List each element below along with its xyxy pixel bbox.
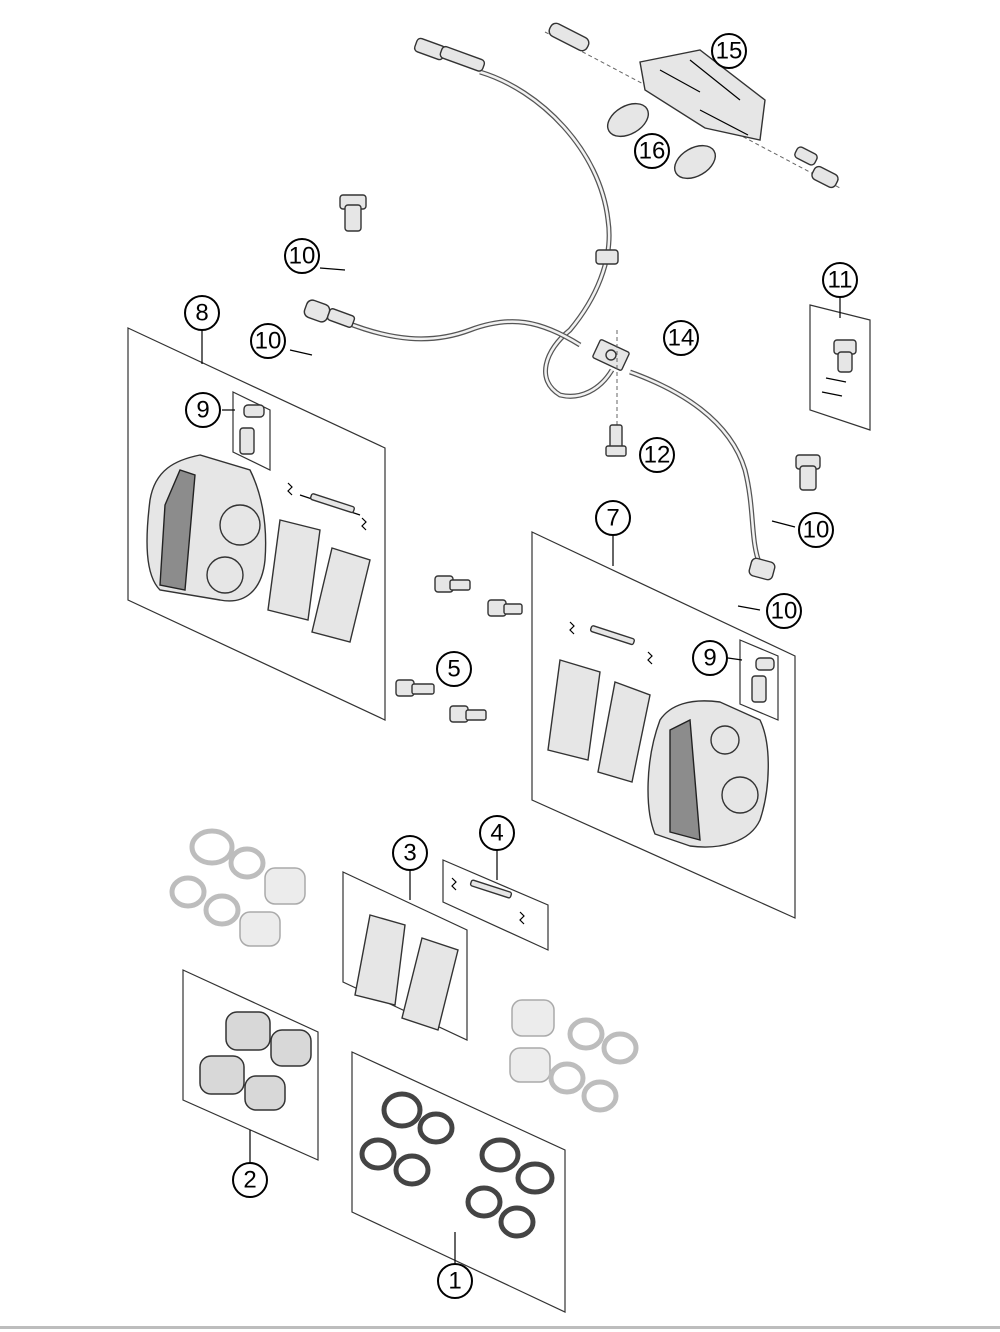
faded-piston-group-left xyxy=(169,828,306,947)
callout-7: 7 xyxy=(595,500,631,536)
svg-text:8: 8 xyxy=(195,300,208,327)
faded-piston-group-right xyxy=(509,999,639,1113)
svg-text:3: 3 xyxy=(403,840,416,867)
callout-10: 10 xyxy=(250,323,286,359)
bleeder-kit-panel xyxy=(809,296,871,431)
brake-hose-assembly xyxy=(289,37,821,611)
callout-10: 10 xyxy=(284,238,320,274)
piston-panel xyxy=(182,969,319,1163)
svg-text:5: 5 xyxy=(447,656,460,683)
right-caliper-panel xyxy=(531,531,796,919)
callout-14: 14 xyxy=(663,320,699,356)
svg-text:10: 10 xyxy=(255,328,282,355)
svg-text:10: 10 xyxy=(771,598,798,625)
svg-text:12: 12 xyxy=(644,442,671,469)
svg-text:11: 11 xyxy=(828,267,853,294)
svg-text:9: 9 xyxy=(703,645,716,672)
pin-kit-panel xyxy=(442,850,549,951)
callout-11: 11 xyxy=(822,262,858,298)
svg-text:10: 10 xyxy=(289,243,316,270)
callout-3: 3 xyxy=(392,835,428,871)
callout-2: 2 xyxy=(232,1162,268,1198)
callout-12: 12 xyxy=(639,437,675,473)
callout-10: 10 xyxy=(766,593,802,629)
callout-16: 16 xyxy=(634,133,670,169)
left-caliper-panel xyxy=(127,327,386,721)
svg-text:7: 7 xyxy=(606,505,619,532)
callout-5: 5 xyxy=(436,651,472,687)
svg-text:15: 15 xyxy=(716,38,743,65)
callout-4: 4 xyxy=(479,815,515,851)
brake-pad-panel xyxy=(342,870,468,1041)
callout-9: 9 xyxy=(185,392,221,428)
callout-10: 10 xyxy=(798,512,834,548)
svg-text:9: 9 xyxy=(196,397,209,424)
svg-text:10: 10 xyxy=(803,517,830,544)
callout-15: 15 xyxy=(711,33,747,69)
svg-text:4: 4 xyxy=(490,820,503,847)
callout-1: 1 xyxy=(437,1263,473,1299)
bottom-divider xyxy=(0,1326,1000,1329)
callout-8: 8 xyxy=(184,295,220,331)
svg-text:1: 1 xyxy=(448,1268,461,1295)
svg-text:2: 2 xyxy=(243,1167,256,1194)
svg-text:16: 16 xyxy=(639,138,666,165)
seal-ring-panel xyxy=(351,1051,566,1313)
hose-clip-group xyxy=(544,22,841,189)
caliper-bolts xyxy=(395,575,523,723)
svg-text:14: 14 xyxy=(668,325,695,352)
callout-9: 9 xyxy=(692,640,728,676)
